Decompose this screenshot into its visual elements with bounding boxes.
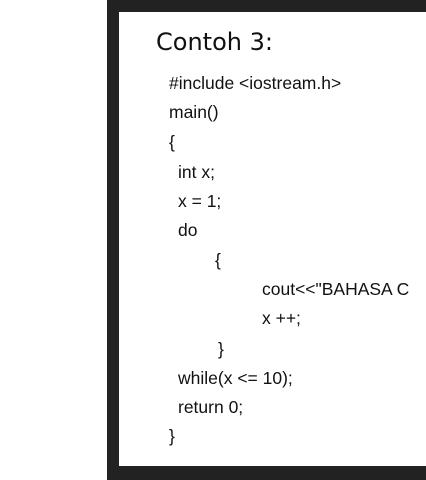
code-line-assign: x = 1;: [178, 191, 222, 211]
code-line-open-brace: {: [169, 132, 175, 152]
code-line-do-close-brace: }: [218, 339, 224, 359]
slide-title: Contoh 3:: [156, 28, 273, 56]
code-line-while: while(x <= 10);: [178, 368, 293, 388]
code-line-do-open-brace: {: [215, 250, 221, 270]
code-line-do: do: [178, 220, 198, 240]
code-line-close-brace: }: [169, 426, 175, 446]
slide: Contoh 3: #include <iostream.h> main() {…: [119, 12, 426, 466]
code-line-declare: int x;: [178, 162, 215, 182]
code-line-main: main(): [169, 102, 219, 122]
code-line-cout: cout<<"BAHASA C: [262, 279, 410, 299]
code-line-return: return 0;: [178, 397, 244, 417]
code-line-increment: x ++;: [262, 308, 301, 328]
code-line-include: #include <iostream.h>: [169, 73, 342, 93]
